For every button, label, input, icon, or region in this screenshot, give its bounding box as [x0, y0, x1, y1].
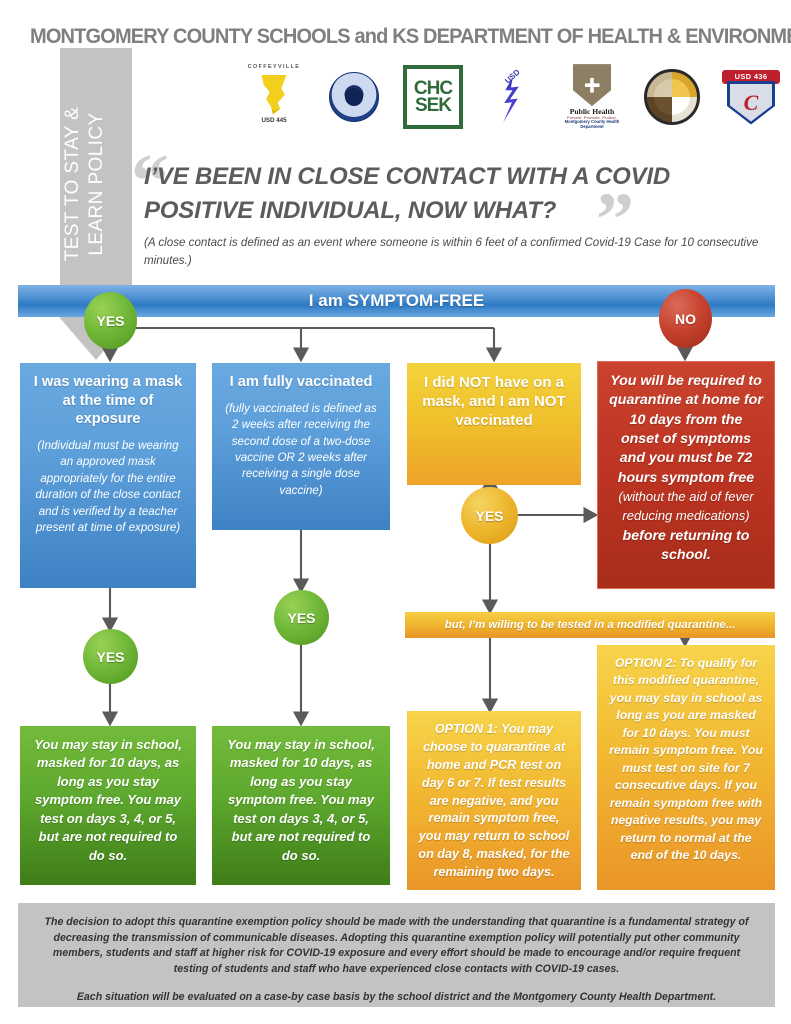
outcome-option-1: OPTION 1: You may choose to quarantine a… — [407, 711, 581, 890]
sek-line: SEK — [414, 95, 452, 116]
coffeyville-arc-label: COFFEYVILLE — [247, 64, 301, 70]
tornado-icon — [261, 74, 287, 115]
decision-yes-mask[interactable]: YES — [83, 629, 138, 684]
box-no-mask-no-vaccine: I did NOT have on a mask, and I am NOT v… — [407, 363, 581, 485]
box-fully-vaccinated-body: (fully vaccinated is defined as 2 weeks … — [225, 401, 377, 497]
usd-447-lightning-logo: USD — [479, 60, 547, 134]
coffeyville-usd-445-logo: COFFEYVILLE USD 445 — [240, 60, 308, 134]
chc-sek-logo: CHC SEK — [399, 60, 467, 134]
box-fully-vaccinated: I am fully vaccinated (fully vaccinated … — [212, 363, 390, 530]
box-fully-vaccinated-head: I am fully vaccinated — [229, 374, 373, 390]
quarantine-part-3: before returning to school. — [622, 527, 750, 563]
outcome-option-1-text: OPTION 1: You may choose to quarantine a… — [418, 722, 570, 879]
cv-letter: C — [743, 89, 759, 115]
page-title: MONTGOMERY COUNTY SCHOOLS and KS DEPARTM… — [30, 24, 791, 48]
outcome-stay-in-school-mask-text: You may stay in school, masked for 10 da… — [34, 737, 182, 863]
decision-yes-no-mask-no-vax[interactable]: YES — [461, 487, 518, 544]
montgomery-county-public-health-logo: Public Health Prevent. Promote. Protect.… — [558, 60, 626, 134]
partner-logo-strip: COFFEYVILLE USD 445 CHC SEK USD Public H… — [240, 58, 785, 136]
sidebar-title: TEST TO STAY & LEARN POLICY — [61, 106, 107, 262]
lightning-bolt-icon — [503, 76, 519, 123]
public-health-title: Public Health — [569, 107, 615, 117]
box-wearing-mask: I was wearing a mask at the time of expo… — [20, 363, 196, 588]
footer-paragraph-1: The decision to adopt this quarantine ex… — [44, 916, 749, 976]
quarantine-part-1: You will be required to quarantine at ho… — [609, 373, 763, 486]
close-quote-mark: ” — [596, 178, 634, 262]
usd-436-banner: USD 436 — [722, 69, 780, 84]
chc-line: CHC — [413, 77, 453, 99]
decision-yes-symptom-free[interactable]: YES — [84, 292, 137, 349]
outcome-option-2-text: OPTION 2: To qualify for this modified q… — [609, 656, 763, 862]
public-health-department: Montgomery County Health Department — [564, 119, 620, 129]
outcome-stay-in-school-mask: You may stay in school, masked for 10 da… — [20, 726, 196, 885]
box-required-quarantine: You will be required to quarantine at ho… — [597, 361, 775, 589]
shield-cross-icon — [573, 64, 611, 107]
box-wearing-mask-head: I was wearing a mask at the time of expo… — [33, 374, 183, 428]
decision-no-symptom-free[interactable]: NO — [659, 289, 712, 348]
footer-disclaimer: The decision to adopt this quarantine ex… — [18, 903, 775, 1007]
emergency-management-seal-logo — [320, 60, 388, 134]
outcome-stay-in-school-vaccinated: You may stay in school, masked for 10 da… — [212, 726, 390, 885]
box-wearing-mask-body: (Individual must be wearing an approved … — [35, 439, 181, 535]
coffeyville-usd-label: USD 445 — [261, 116, 287, 124]
headline-line-2: POSITIVE INDIVIDUAL, NOW WHAT? — [144, 197, 557, 224]
usd-text: USD — [503, 67, 522, 85]
decision-yes-vaccinated[interactable]: YES — [274, 590, 329, 645]
policy-sidebar-banner — [60, 48, 132, 318]
usd-436-bulldog-logo: USD 436 C — [717, 60, 785, 134]
close-contact-definition: (A close contact is defined as an event … — [144, 236, 759, 267]
outcome-option-2: OPTION 2: To qualify for this modified q… — [597, 645, 775, 890]
chc-sek-wordmark: CHC SEK — [403, 65, 463, 129]
quarantine-part-2: (without the aid of fever reducing medic… — [618, 488, 754, 524]
outcome-stay-in-school-vaccinated-text: You may stay in school, masked for 10 da… — [227, 737, 375, 863]
independence-usd-446-seal-logo — [638, 60, 706, 134]
box-no-mask-no-vaccine-head: I did NOT have on a mask, and I am NOT v… — [422, 374, 566, 430]
public-health-tagline: Prevent. Promote. Protect. — [567, 116, 617, 121]
symptom-free-banner: I am SYMPTOM-FREE — [18, 285, 775, 317]
open-quote-mark: “ — [131, 139, 169, 223]
seal-icon — [643, 69, 700, 125]
footer-paragraph-2: Each situation will be evaluated on a ca… — [76, 990, 717, 1003]
headline-line-1: I’VE BEEN IN CLOSE CONTACT WITH A COVID — [144, 163, 670, 190]
seal-icon — [328, 72, 379, 122]
box-required-quarantine-text: You will be required to quarantine at ho… — [609, 372, 763, 565]
modified-quarantine-strip: but, I’m willing to be tested in a modif… — [405, 612, 775, 638]
bulldog-shield-icon: C — [727, 80, 775, 125]
